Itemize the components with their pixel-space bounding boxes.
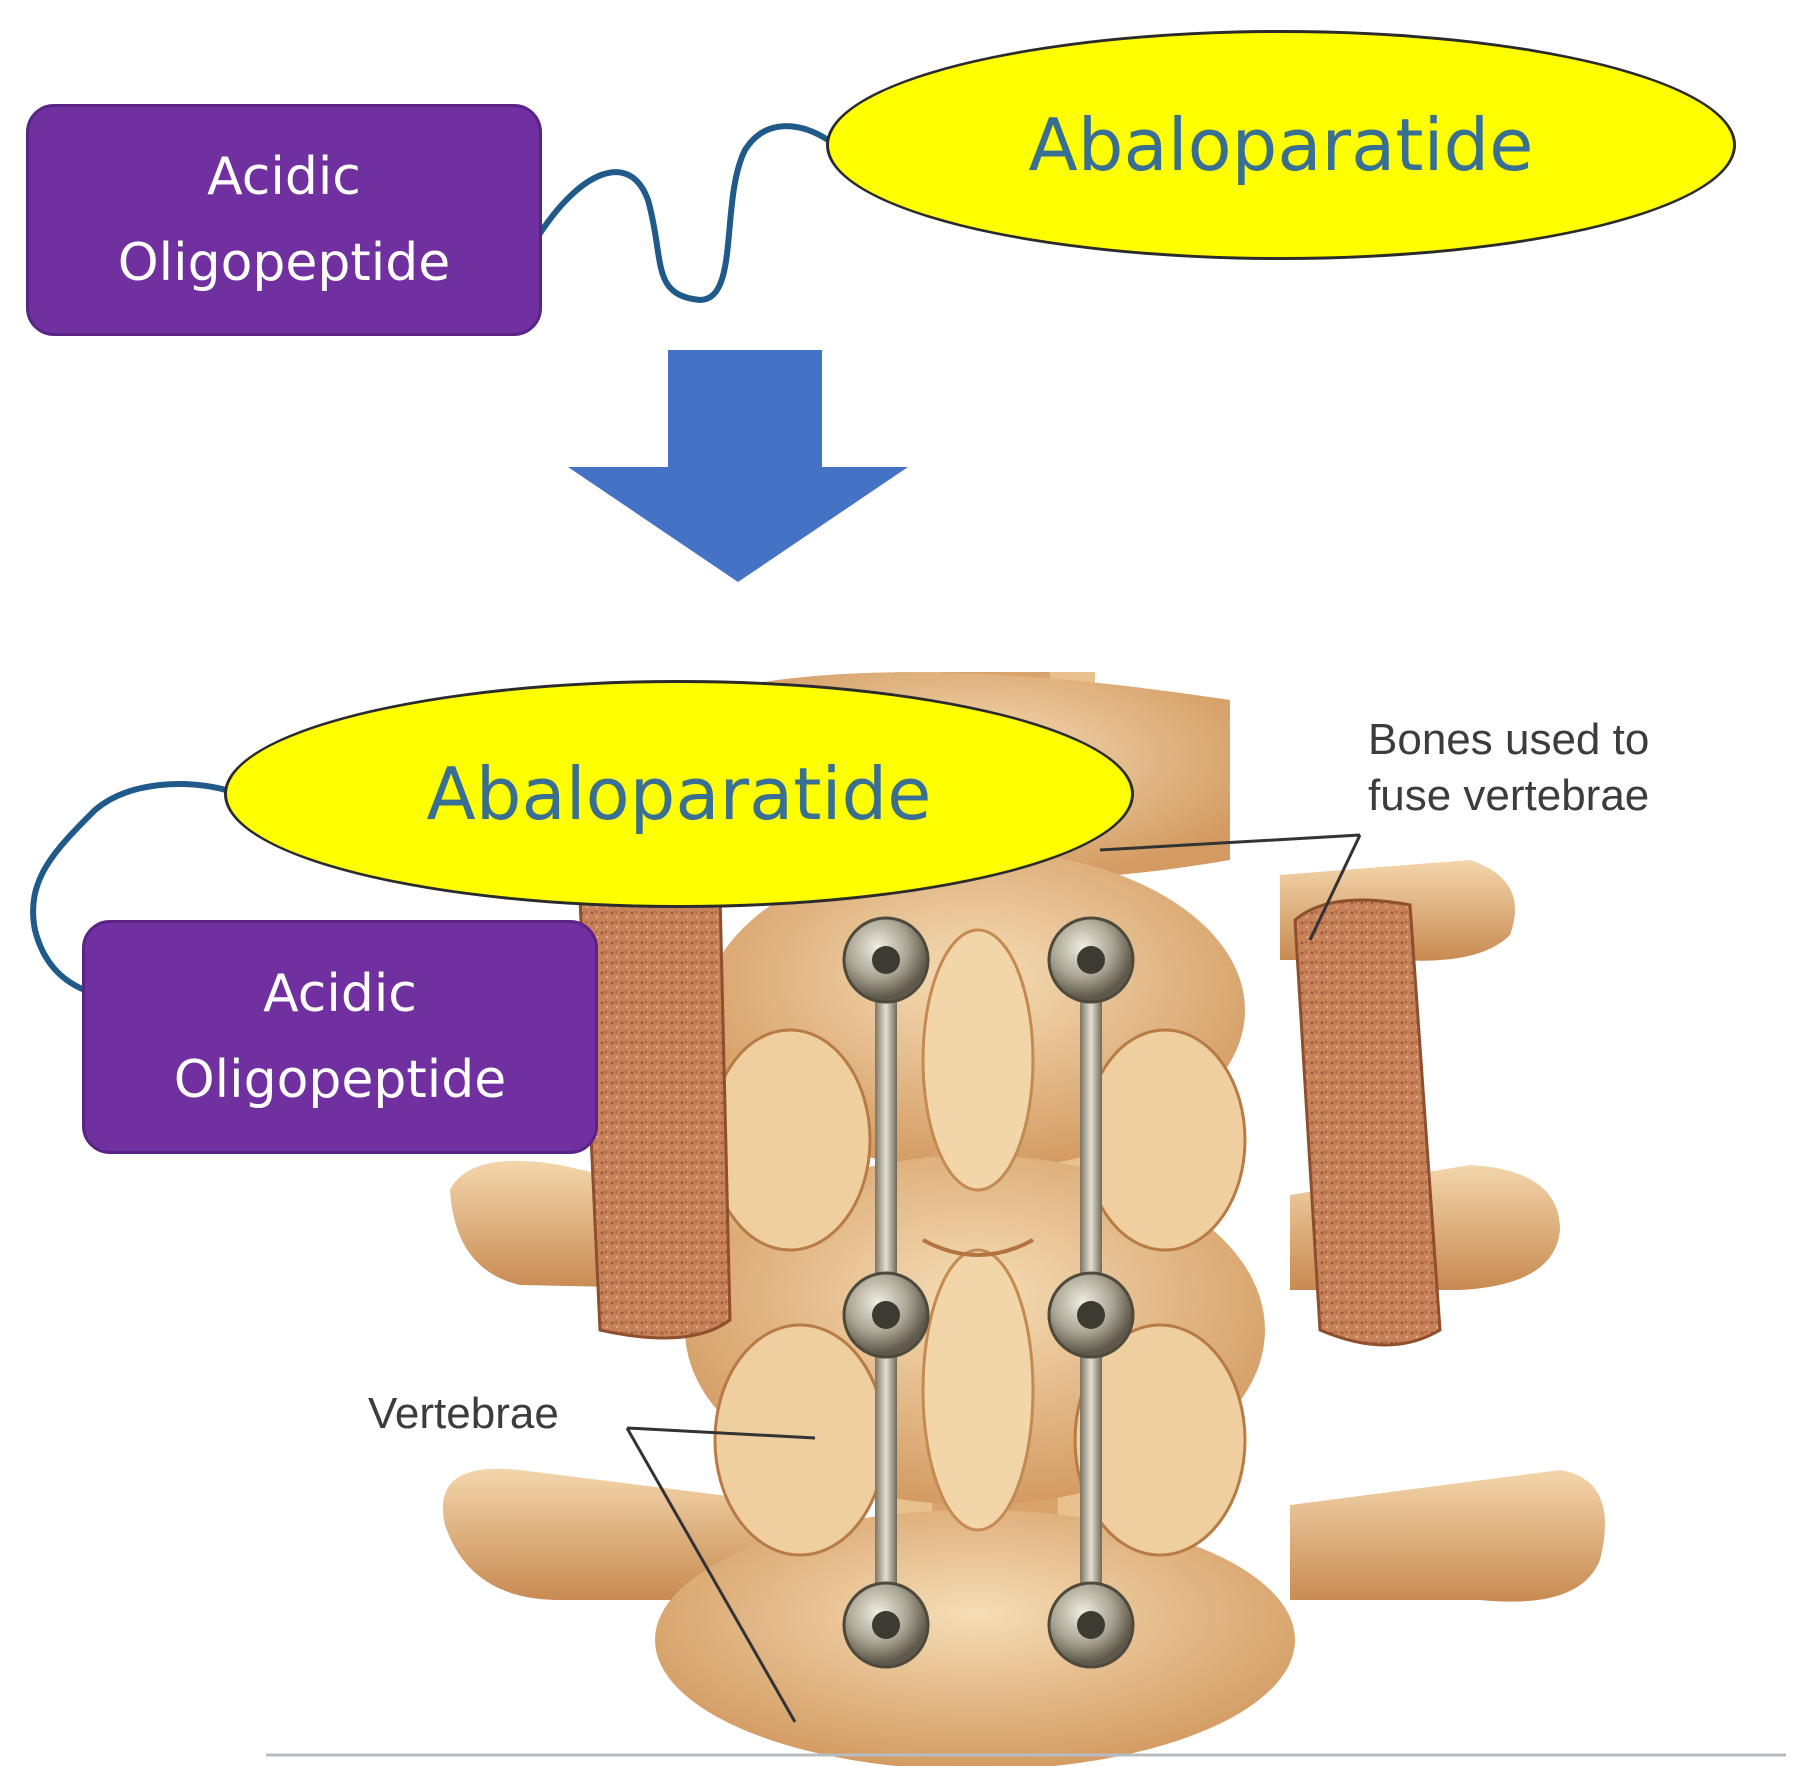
bottom-acidic-oligopeptide-box: Acidic Oligopeptide xyxy=(82,920,598,1154)
down-arrow xyxy=(568,350,908,582)
top-box-line2: Oligopeptide xyxy=(117,233,451,293)
top-ellipse-label: Abaloparatide xyxy=(1028,103,1534,187)
bones-label-line1: Bones used to xyxy=(1368,715,1650,764)
top-box-line1: Acidic xyxy=(207,147,361,207)
top-acidic-oligopeptide-box: Acidic Oligopeptide xyxy=(26,104,542,336)
leader-bones xyxy=(1099,833,1362,941)
bones-label: Bones used to fuse vertebrae xyxy=(1368,712,1649,824)
screw-heads xyxy=(842,916,1135,1669)
vertebrae-label: Vertebrae xyxy=(368,1389,559,1438)
bottom-box-line1: Acidic xyxy=(263,964,417,1024)
top-abaloparatide-ellipse: Abaloparatide xyxy=(826,30,1736,260)
bones-label-line2: fuse vertebrae xyxy=(1368,771,1650,820)
bottom-ellipse-label: Abaloparatide xyxy=(426,752,932,836)
bottom-linker-line xyxy=(30,781,229,995)
leader-vertebrae xyxy=(625,1426,816,1723)
bottom-abaloparatide-ellipse: Abaloparatide xyxy=(224,680,1134,908)
bottom-box-line2: Oligopeptide xyxy=(173,1050,507,1110)
top-linker-line xyxy=(534,123,831,304)
